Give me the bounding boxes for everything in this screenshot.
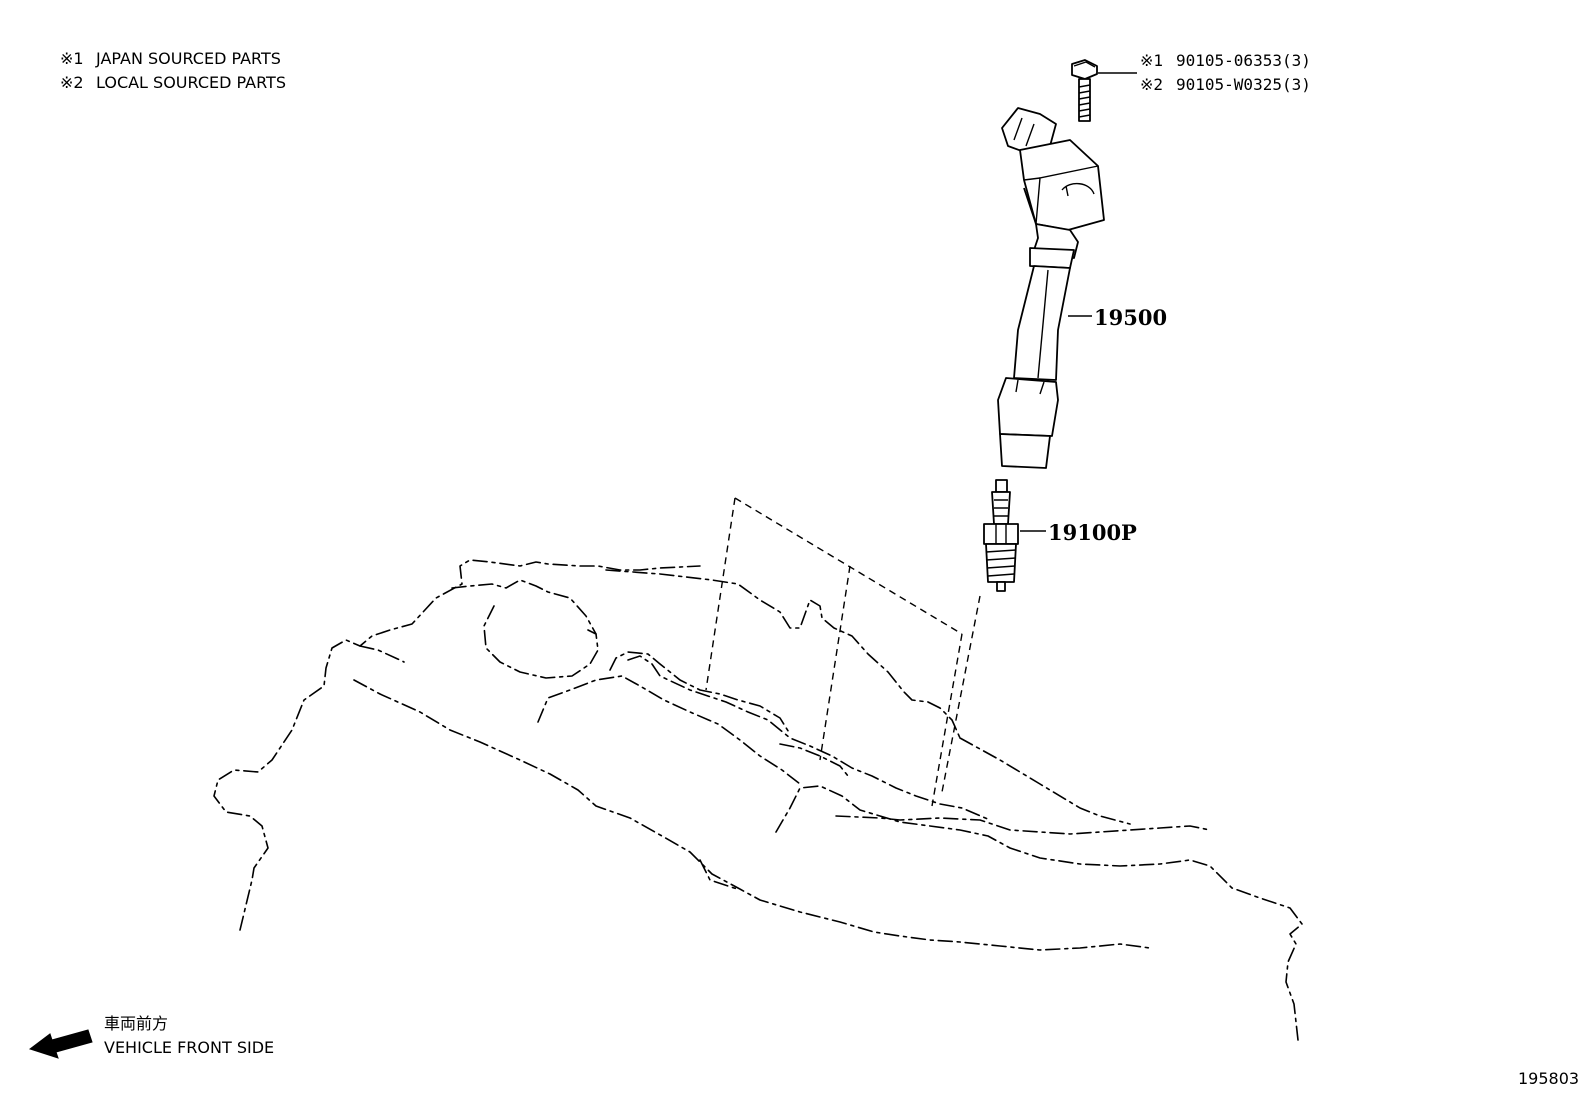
spark-plug-part-number[interactable]: 19100P (1048, 520, 1137, 545)
ignition-coil-part-number[interactable]: 19500 (1094, 305, 1167, 330)
note-mark: ※1 (60, 49, 84, 68)
front-arrow-icon (28, 1029, 93, 1059)
direction-en-label: VEHICLE FRONT SIDE (104, 1038, 274, 1057)
vehicle-front-direction: 車両前方 VEHICLE FRONT SIDE (28, 1014, 274, 1059)
ignition-coil-icon[interactable] (997, 107, 1105, 469)
bolt-part-number-local[interactable]: 90105-W0325(3) (1176, 75, 1311, 94)
callout-mark: ※2 (1140, 75, 1163, 94)
engine-outline (213, 559, 1303, 1041)
legend-notes: ※1 JAPAN SOURCED PARTS ※2 LOCAL SOURCED … (60, 49, 286, 92)
note-local-sourced: LOCAL SOURCED PARTS (96, 73, 286, 92)
callout-mark: ※1 (1140, 51, 1163, 70)
installation-guide-lines (705, 497, 981, 807)
bolt-icon[interactable] (1071, 59, 1098, 122)
figure-number: 195803 (1518, 1069, 1579, 1088)
note-japan-sourced: JAPAN SOURCED PARTS (95, 49, 281, 68)
bolt-callouts: ※1 90105-06353(3) ※2 90105-W0325(3) (1098, 51, 1311, 94)
spark-plug-icon[interactable] (983, 479, 1019, 592)
note-mark: ※2 (60, 73, 84, 92)
bolt-part-number-japan[interactable]: 90105-06353(3) (1176, 51, 1311, 70)
direction-jp-label: 車両前方 (104, 1014, 168, 1033)
